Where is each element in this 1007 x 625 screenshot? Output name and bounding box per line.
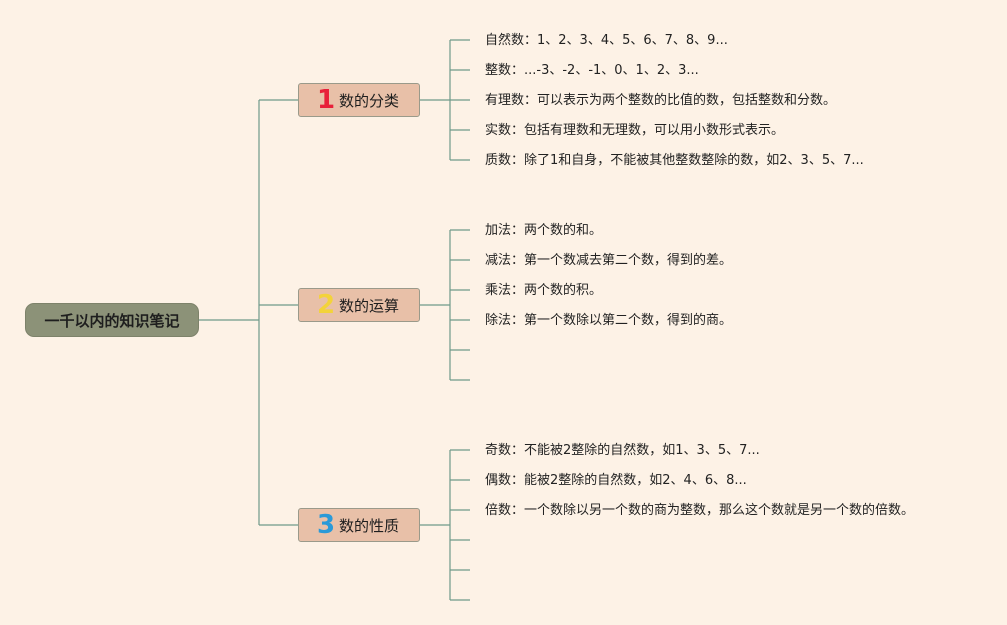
leaf-subtraction[interactable]: 减法：第一个数减去第二个数，得到的差。 — [485, 253, 733, 268]
leaf-odd-numbers[interactable]: 奇数：不能被2整除的自然数，如1、3、5、7... — [485, 443, 760, 458]
branch-label: 数的性质 — [339, 516, 400, 535]
branch-properties[interactable]: 3 数的性质 — [298, 508, 420, 542]
leaf-real-numbers[interactable]: 实数：包括有理数和无理数，可以用小数形式表示。 — [485, 123, 785, 138]
root-label: 一千以内的知识笔记 — [44, 311, 180, 330]
leaf-multiples[interactable]: 倍数：一个数除以另一个数的商为整数，那么这个数就是另一个数的倍数。 — [485, 503, 915, 518]
branch-label: 数的运算 — [339, 296, 400, 315]
number-one-icon: 1 — [317, 85, 336, 115]
leaf-prime-numbers[interactable]: 质数：除了1和自身，不能被其他整数整除的数，如2、3、5、7... — [485, 153, 864, 168]
leaf-integers[interactable]: 整数：...-3、-2、-1、0、1、2、3... — [485, 63, 699, 78]
root-node[interactable]: 一千以内的知识笔记 — [25, 303, 199, 337]
leaf-addition[interactable]: 加法：两个数的和。 — [485, 223, 603, 238]
number-two-icon: 2 — [317, 290, 336, 320]
branch-operations[interactable]: 2 数的运算 — [298, 288, 420, 322]
leaf-division[interactable]: 除法：第一个数除以第二个数，得到的商。 — [485, 313, 733, 328]
leaf-rational-numbers[interactable]: 有理数：可以表示为两个整数的比值的数，包括整数和分数。 — [485, 93, 837, 108]
number-three-icon: 3 — [317, 510, 336, 540]
branch-classification[interactable]: 1 数的分类 — [298, 83, 420, 117]
leaf-natural-numbers[interactable]: 自然数：1、2、3、4、5、6、7、8、9... — [485, 33, 728, 48]
leaf-even-numbers[interactable]: 偶数：能被2整除的自然数，如2、4、6、8... — [485, 473, 747, 488]
branch-label: 数的分类 — [339, 91, 400, 110]
leaf-multiplication[interactable]: 乘法：两个数的积。 — [485, 283, 603, 298]
